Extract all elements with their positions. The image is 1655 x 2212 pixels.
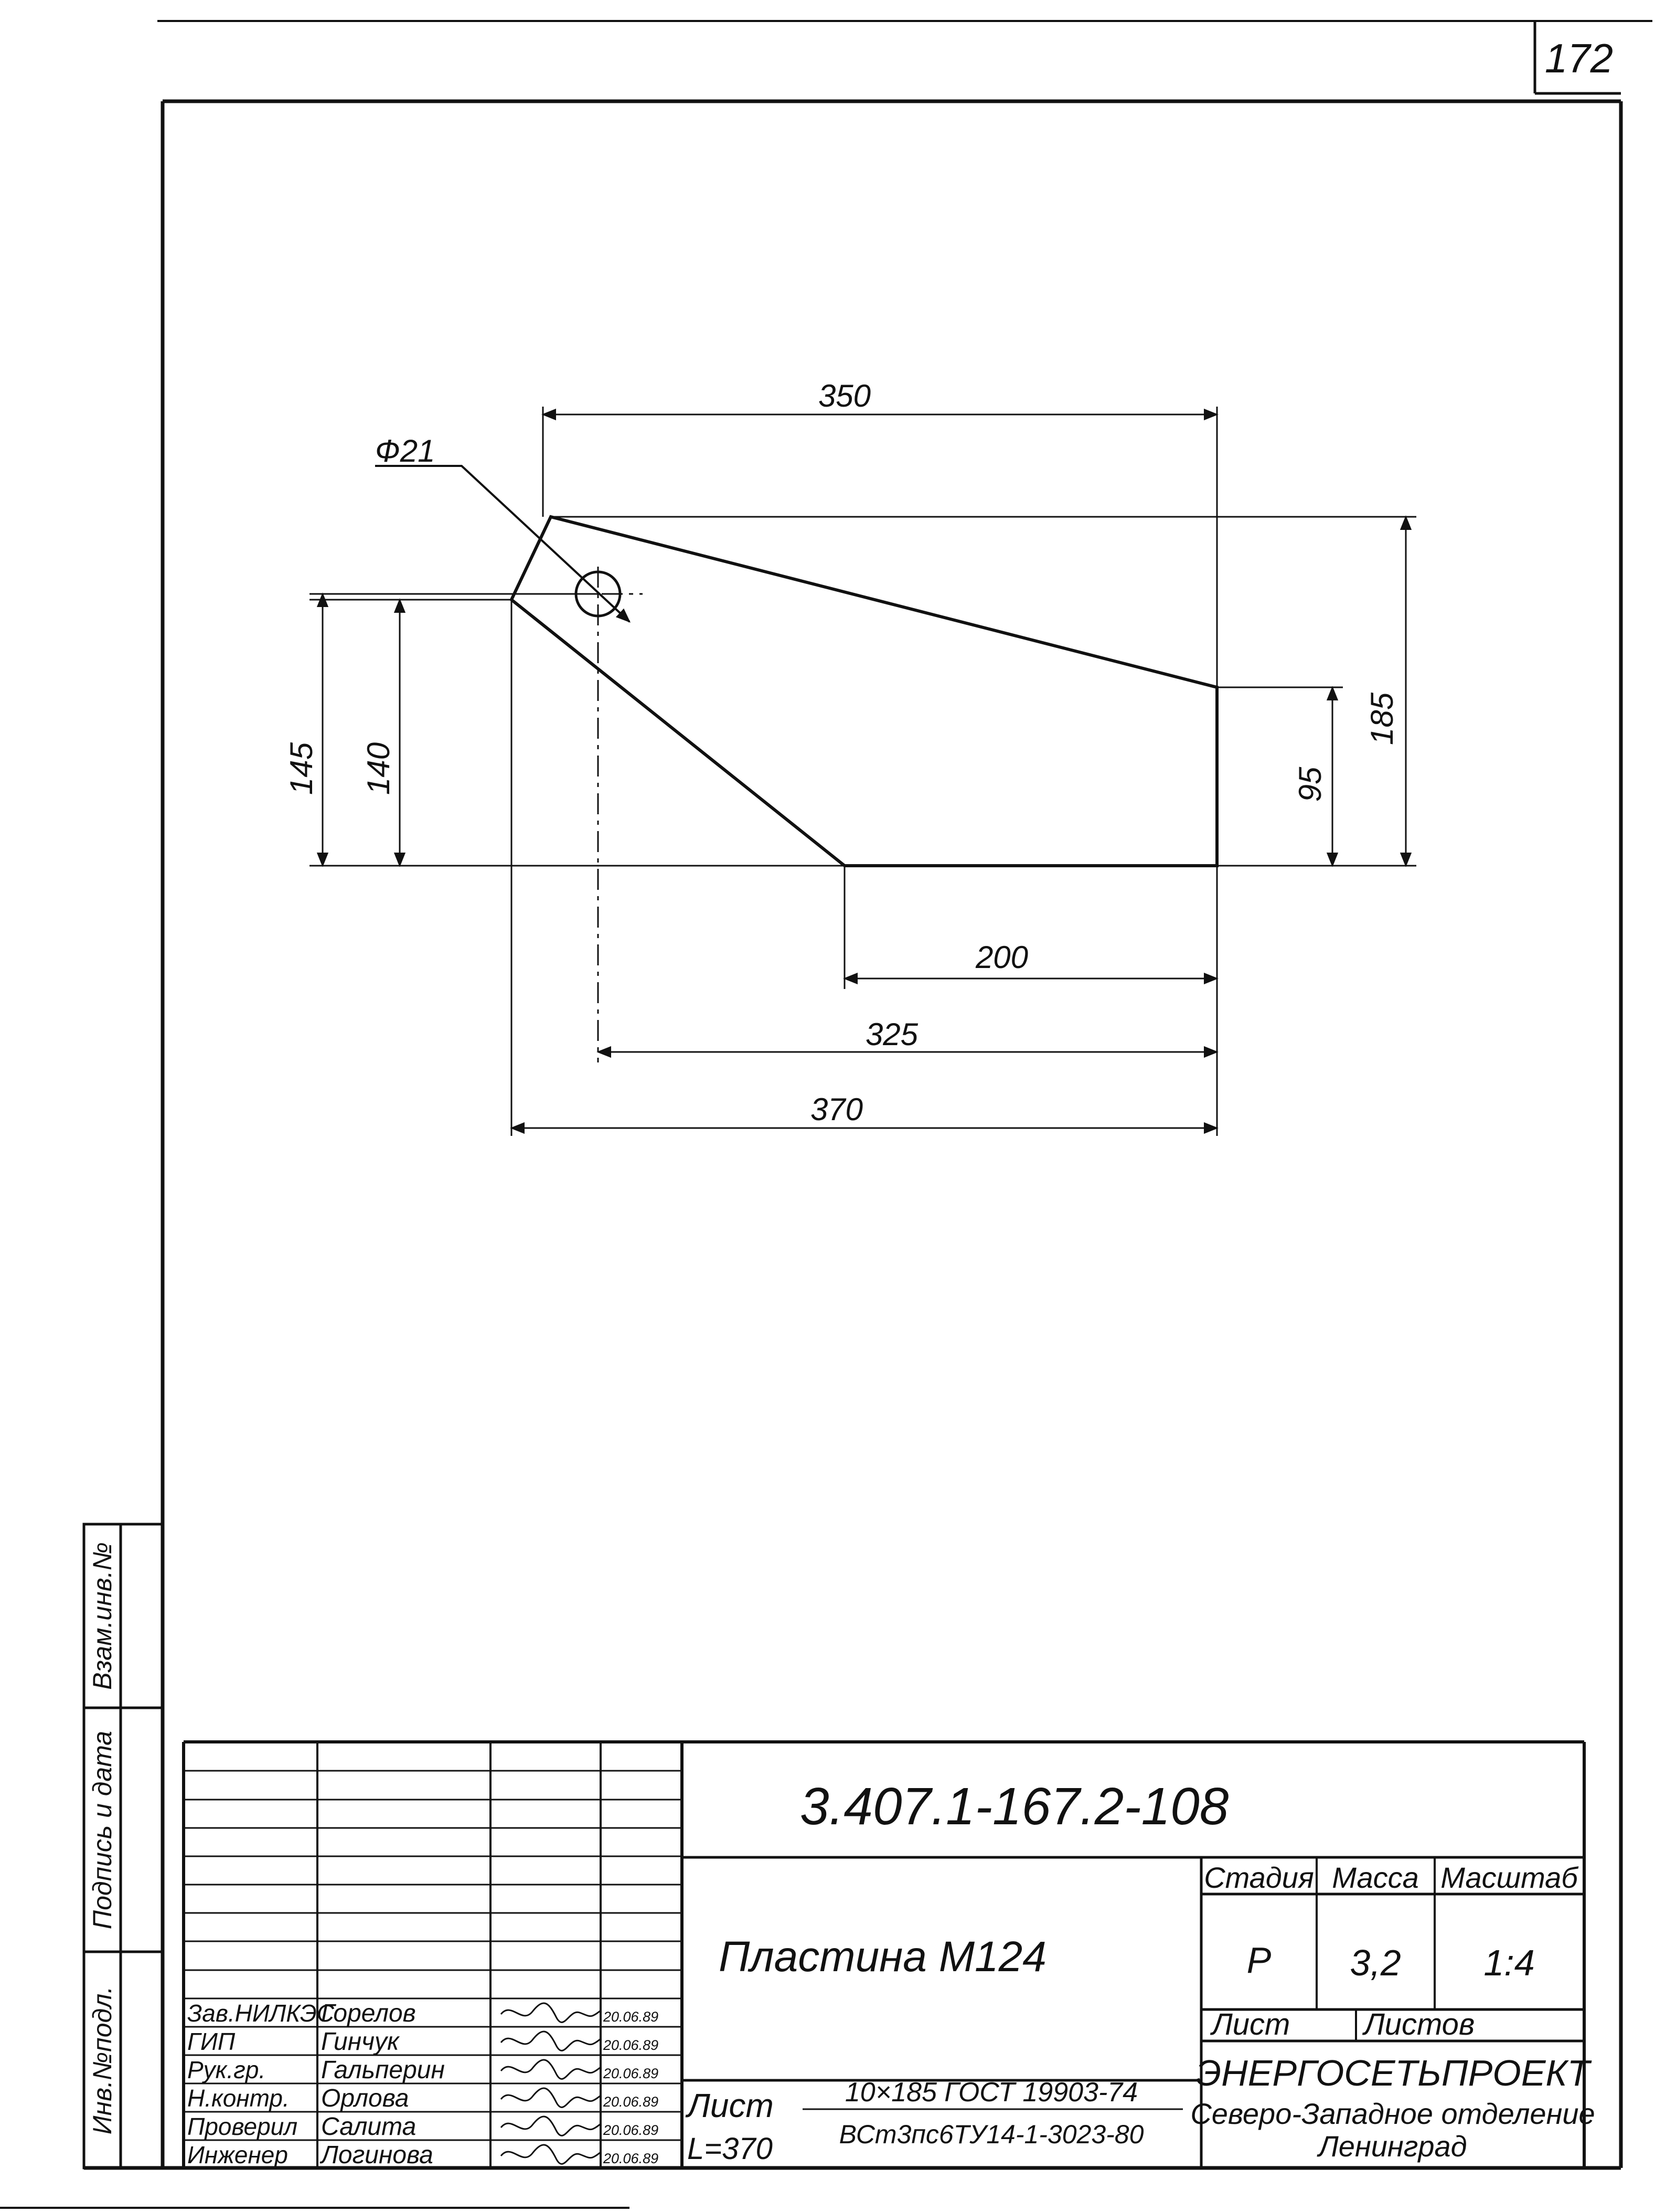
signature-mark: [500, 2030, 601, 2051]
org-line3: Ленинград: [1317, 2130, 1467, 2163]
signature-mark: [500, 2002, 601, 2023]
hole-label: Ф21: [375, 433, 435, 469]
signer-role: Инженер: [187, 2141, 288, 2168]
part-name: Пластина М124: [719, 1933, 1047, 1981]
signature-mark: [500, 2115, 601, 2136]
signer-role: ГИП: [187, 2028, 236, 2055]
material-bottom: ВСт3пс6ТУ14-1-3023-80: [839, 2120, 1144, 2149]
signer-date: 20.06.89: [603, 2066, 658, 2081]
signer-role: Н.контр.: [187, 2085, 290, 2112]
signature-grid-rows: [184, 1770, 682, 2141]
side-inv-podl: Инв.№подл.: [88, 1986, 117, 2134]
signer-name: Салита: [321, 2113, 416, 2141]
signer-role: Зав.НИЛКЭС: [187, 2000, 335, 2027]
signature-mark: [500, 2059, 601, 2080]
signer-name: Гальперин: [321, 2056, 445, 2084]
dim-200: 200: [975, 940, 1028, 975]
signature-mark: [500, 2144, 601, 2165]
dim-140: 140: [361, 742, 396, 795]
plate-outline: [509, 515, 1219, 867]
part-drawing: Ф21 350 185 95 145 140 200 325: [284, 378, 1416, 1136]
sheet-number: 172: [1545, 35, 1613, 81]
sheet-label: Лист: [1210, 2007, 1290, 2041]
side-vzam-inv: Взам.инв.№: [88, 1542, 117, 1689]
signer-date: 20.06.89: [603, 2009, 658, 2025]
signer-name: Орлова: [321, 2085, 409, 2112]
org-line2: Северо-Западное отделение: [1190, 2097, 1595, 2130]
title-block: 3.407.1-167.2-108 Пластина М124 Стадия М…: [182, 1740, 1595, 2169]
stage-header: Стадия: [1204, 1861, 1314, 1894]
sheets-label: Листов: [1362, 2007, 1475, 2041]
signer-date: 20.06.89: [603, 2037, 658, 2053]
side-stamp: Инв.№подл. Подпись и дата Взам.инв.№: [82, 1523, 164, 2170]
dim-325: 325: [866, 1017, 919, 1052]
dim-145: 145: [284, 742, 319, 795]
sheet-number-box: 172: [1533, 21, 1621, 95]
signer-name: Горелов: [321, 2000, 416, 2027]
signer-name: Логинова: [319, 2141, 433, 2169]
dim-370: 370: [810, 1092, 863, 1127]
org-line1: ЭНЕРГОСЕТЬПРОЕКТ: [1196, 2053, 1592, 2093]
mass-header: Масса: [1332, 1861, 1419, 1894]
signer-date: 20.06.89: [603, 2122, 658, 2138]
signer-role: Проверил: [187, 2113, 297, 2140]
signer-name: Гинчук: [321, 2028, 400, 2056]
signature-mark: [500, 2087, 601, 2108]
scale-value: 1:4: [1483, 1942, 1534, 1983]
stage-value: Р: [1247, 1940, 1272, 1981]
designation: 3.407.1-167.2-108: [800, 1777, 1229, 1836]
dim-350: 350: [818, 378, 871, 413]
signer-role: Рук.гр.: [187, 2056, 265, 2083]
dim-95: 95: [1293, 767, 1328, 802]
material-top: 10×185 ГОСТ 19903-74: [845, 2077, 1138, 2108]
length-label: L=370: [687, 2132, 773, 2166]
dim-185: 185: [1364, 692, 1400, 745]
mass-value: 3,2: [1350, 1942, 1401, 1983]
signer-date: 20.06.89: [603, 2094, 658, 2110]
scale-header: Масштаб: [1440, 1861, 1579, 1894]
material-prefix: Лист: [685, 2087, 774, 2124]
side-podpis-data: Подпись и дата: [88, 1731, 117, 1929]
hole-leader: [375, 465, 631, 623]
signer-date: 20.06.89: [603, 2151, 658, 2166]
